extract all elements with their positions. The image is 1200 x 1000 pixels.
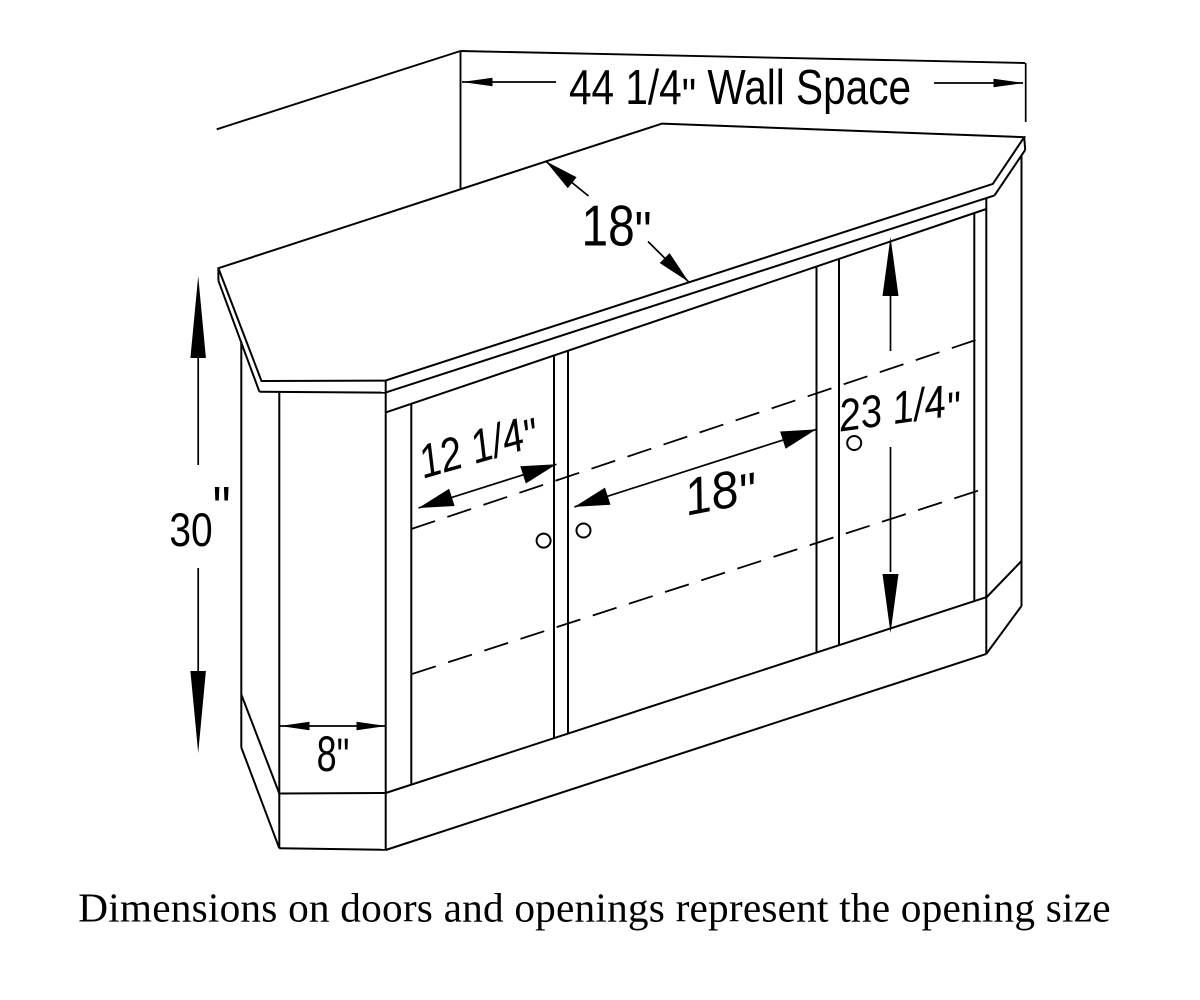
svg-text:44 1/4" Wall Space: 44 1/4" Wall Space: [569, 59, 911, 123]
svg-text:8": 8": [317, 727, 350, 784]
svg-text:18": 18": [582, 194, 652, 264]
svg-text:Dimensions on doors and openin: Dimensions on doors and openings represe…: [78, 885, 1111, 931]
